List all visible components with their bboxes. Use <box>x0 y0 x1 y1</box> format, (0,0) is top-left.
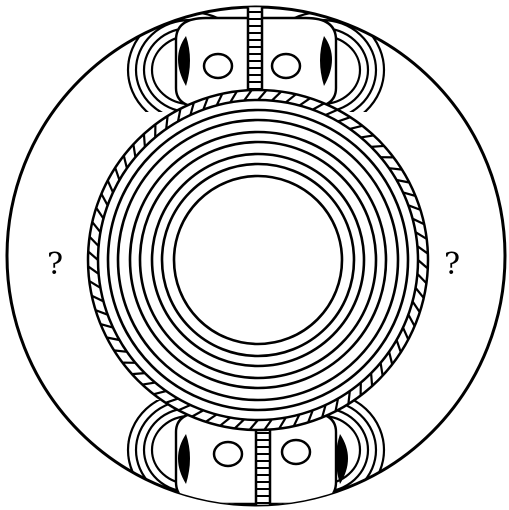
bottom-left-eye <box>214 442 242 466</box>
top-right-eye <box>272 54 300 78</box>
hatch-mark <box>144 134 145 147</box>
left-question-mark: ? <box>47 247 63 282</box>
right-question-mark: ? <box>444 247 460 282</box>
top-left-eye <box>204 54 232 78</box>
hatch-mark <box>132 373 145 374</box>
hatch-mark <box>371 373 372 386</box>
hatch-mark <box>371 146 384 147</box>
bottom-right-eye <box>282 440 310 464</box>
